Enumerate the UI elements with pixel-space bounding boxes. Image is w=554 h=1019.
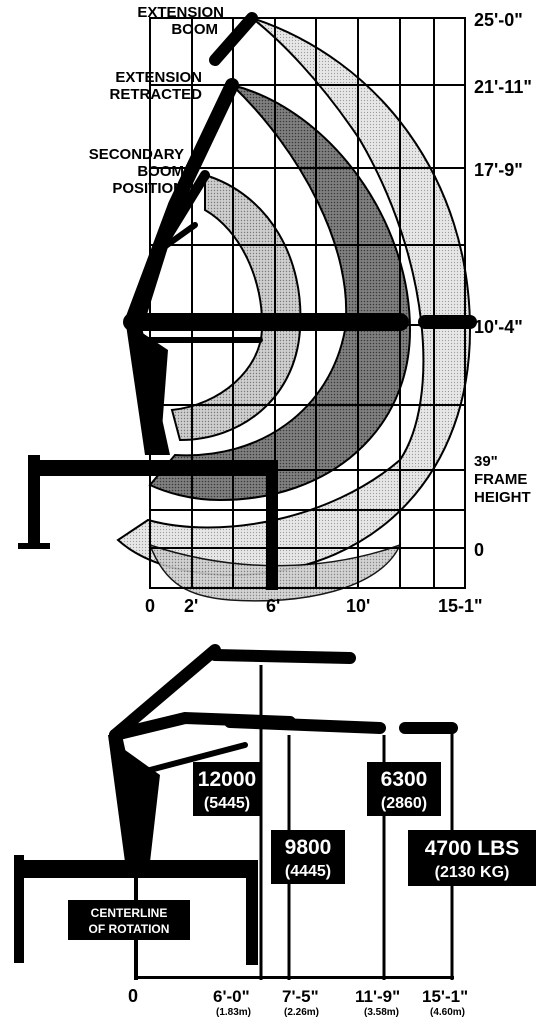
lower-reach-tick-7-5: 7'-5" (282, 987, 319, 1006)
load-drop-lines (259, 665, 454, 980)
capacity-box-6300: 6300 (2860) (367, 762, 441, 816)
capacity-6300-kg: (2860) (381, 795, 427, 812)
frame-height-label-line1: 39" (474, 453, 498, 470)
secondary-boom-label-line1: SECONDARY (89, 146, 184, 163)
extension-boom-label-line1: EXTENSION (137, 4, 224, 21)
centerline-of-rotation-label: CENTERLINE OF ROTATION (68, 900, 190, 940)
capacity-4700-kg: (2130 KG) (435, 864, 510, 881)
reach-tick-2: 2' (184, 596, 198, 616)
secondary-boom-label-line3: POSITION (112, 180, 184, 197)
lower-reach-tick-6-0: 6'-0" (213, 987, 250, 1006)
lower-reach-tick-15-1: 15'-1" (422, 987, 468, 1006)
lower-crane-booms (109, 644, 458, 773)
capacity-box-9800: 9800 (4445) (271, 830, 345, 884)
extension-retracted-label-line1: EXTENSION (115, 69, 202, 86)
working-range-chart: EXTENSION BOOM EXTENSION RETRACTED SECON… (18, 4, 532, 616)
lower-reach-ticks: 0 6'-0" (1.83m) 7'-5" (2.26m) 11'-9" (3.… (128, 986, 468, 1018)
capacity-box-4700: 4700 LBS (2130 KG) (408, 830, 536, 886)
capacity-4700-lbs: 4700 LBS (425, 837, 520, 860)
lower-reach-tick-11-9-m: (3.58m) (364, 1007, 399, 1018)
lower-reach-tick-6-0-m: (1.83m) (216, 1007, 251, 1018)
reach-tick-6: 6' (266, 596, 280, 616)
reach-tick-15-1: 15-1" (438, 596, 483, 616)
reach-ticks: 0 2' 6' 10' 15-1" (145, 596, 483, 616)
crane-booms (123, 12, 477, 343)
boom-labels: EXTENSION BOOM EXTENSION RETRACTED SECON… (89, 4, 224, 197)
capacity-12000-lbs: 12000 (198, 768, 256, 791)
reach-tick-10: 10' (346, 596, 370, 616)
lower-reach-tick-7-5-m: (2.26m) (284, 1007, 319, 1018)
capacity-9800-kg: (4445) (285, 863, 331, 880)
height-tick-0: 0 (474, 540, 484, 560)
reach-grid (149, 17, 466, 589)
centerline-label-line1: CENTERLINE (91, 906, 168, 920)
lower-reach-tick-0: 0 (128, 986, 138, 1006)
frame-height-label-line2: FRAME (474, 471, 527, 488)
frame-height-label-line3: HEIGHT (474, 489, 531, 506)
height-tick-21-11: 21'-11" (474, 77, 532, 97)
crane-frame (18, 455, 278, 590)
centerline-label-line2: OF ROTATION (89, 922, 170, 936)
height-tick-25-0: 25'-0" (474, 10, 523, 30)
extension-boom-label-line2: BOOM (171, 21, 218, 38)
secondary-boom-label-line2: BOOM (137, 163, 184, 180)
height-tick-10-4: 10'-4" (474, 317, 523, 337)
lower-reach-tick-11-9: 11'-9" (355, 987, 400, 1006)
height-tick-17-9: 17'-9" (474, 160, 523, 180)
secondary-boom-reach-zone (170, 173, 302, 442)
lower-reach-tick-15-1-m: (4.60m) (430, 1007, 465, 1018)
load-capacity-chart: 12000 (5445) 9800 (4445) 6300 (2860) 470… (14, 644, 536, 1018)
reach-tick-0: 0 (145, 596, 155, 616)
capacity-12000-kg: (5445) (204, 795, 250, 812)
capacity-box-12000: 12000 (5445) (193, 762, 261, 816)
capacity-6300-lbs: 6300 (381, 768, 428, 791)
height-ticks: 25'-0" 21'-11" 17'-9" 10'-4" 0 39" FRAME… (474, 10, 532, 560)
extension-retracted-label-line2: RETRACTED (110, 86, 203, 103)
capacity-9800-lbs: 9800 (285, 836, 332, 859)
